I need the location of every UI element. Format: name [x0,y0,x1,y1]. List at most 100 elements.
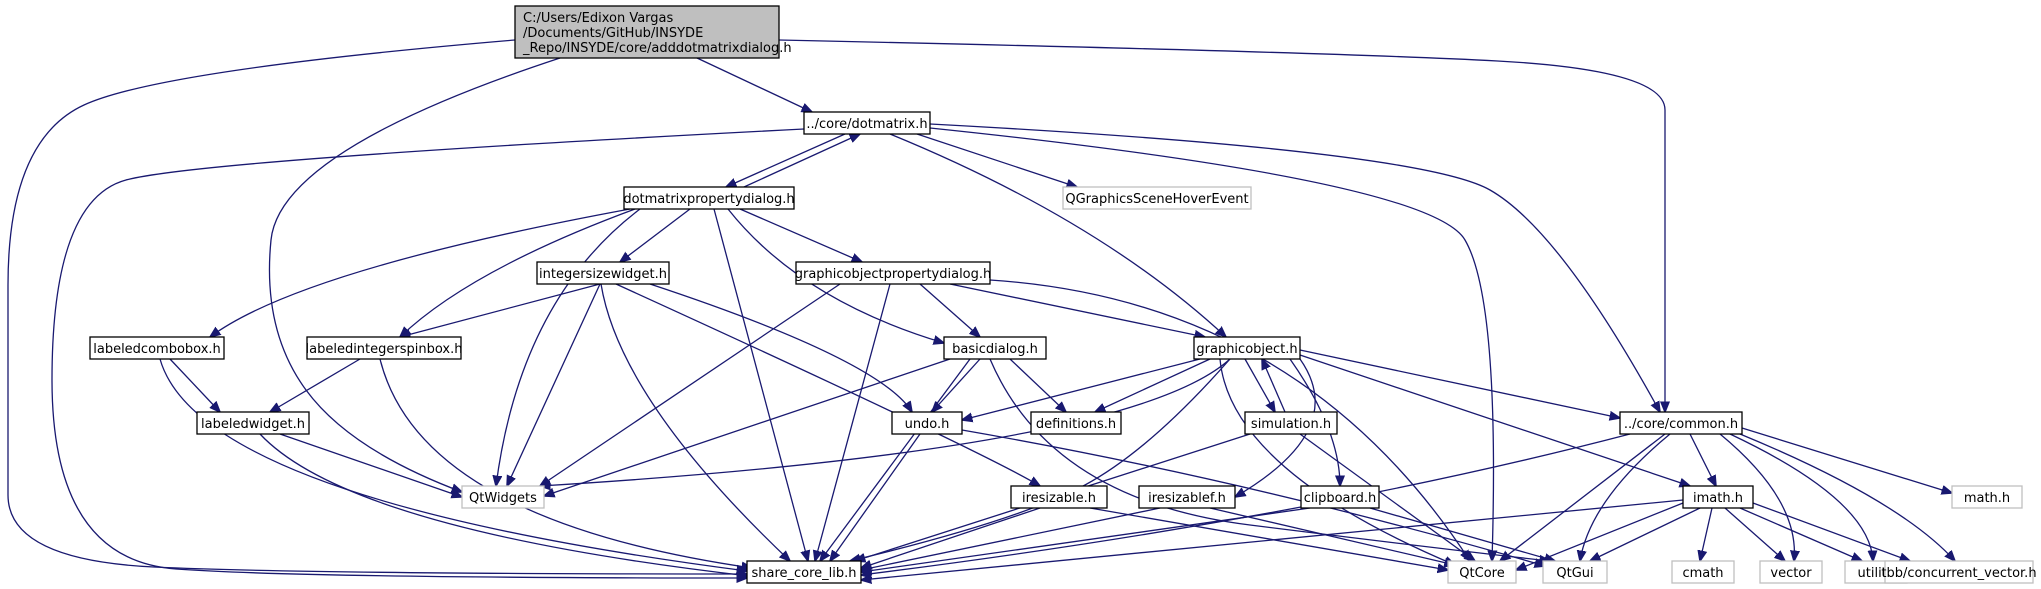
edge-line [727,208,944,343]
node-box [891,411,963,435]
edge-line [1262,359,1286,413]
edge-line [7,39,747,574]
node-share[interactable]: share_core_lib.h [746,560,862,584]
node-box [306,336,462,360]
edge-root-to-qtwidgets [268,57,561,492]
node-lcombo[interactable]: labeledcombobox.h [89,336,225,360]
node-cmath: cmath [1671,560,1735,584]
node-label: dotmatrixpropertydialog.h [623,192,794,207]
edge-line [1590,507,1701,561]
node-iresizablef[interactable]: iresizablef.h [1138,485,1236,509]
node-dotmatrix[interactable]: ../core/dotmatrix.h [803,111,931,135]
edge-dotmatrix-to-qtcore [929,127,1493,561]
edge-line [861,507,1041,568]
node-label: /Documents/GitHub/INSYDE [523,26,703,41]
node-tbb: tbb/concurrent_vector.h [1881,560,2037,584]
edge-intsize-to-iresizable [615,283,1040,486]
node-definitions[interactable]: definitions.h [1030,411,1122,435]
node-label: share_core_lib.h [751,566,856,581]
edge-line [600,283,790,561]
edge-line [544,358,951,496]
node-graphicobject[interactable]: graphicobject.h [1193,336,1301,360]
node-box [196,411,310,435]
edge-basicdialog-to-qtgui [989,358,1550,561]
edge-line [268,57,561,492]
node-label: simulation.h [1251,417,1331,432]
edge-basicdialog-to-definitions [1009,358,1066,412]
node-label: graphicobjectpropertydialog.h [795,267,992,282]
node-label: cmath [1682,566,1723,581]
node-box [1138,485,1236,509]
node-dmprop[interactable]: dotmatrixpropertydialog.h [623,186,795,210]
node-simulation[interactable]: simulation.h [1244,411,1338,435]
edge-imath-to-qtgui [1590,507,1701,561]
edge-dmprop-to-dotmatrix [743,134,860,188]
edge-dmprop-to-lcombo [210,208,631,337]
edge-line [210,208,631,337]
node-label: ../core/dotmatrix.h [806,117,927,132]
node-common[interactable]: ../core/common.h [1619,411,1743,435]
node-label: QtCore [1459,566,1504,581]
edge-dmprop-to-basicdialog [727,208,944,343]
edge-line [1009,358,1066,412]
node-imath[interactable]: imath.h [1682,485,1754,509]
node-label: undo.h [905,417,950,432]
edge-line [615,283,1040,486]
edge-line [1516,502,1684,570]
node-box [795,261,991,285]
edge-goprop-to-graphicobject [949,283,1205,337]
edge-dotmatrix-to-qgshe [916,133,1077,187]
node-label: math.h [1964,491,2010,506]
node-basicdialog[interactable]: basicdialog.h [943,336,1047,360]
node-box [1759,560,1823,584]
edge-lwidget-to-share [259,433,749,576]
node-mathh: math.h [1951,485,2023,509]
node-box [803,111,931,135]
node-label: labeledintegerspinbox.h [306,342,463,357]
edge-line [1095,358,1211,412]
node-box [623,186,795,210]
node-box [1951,485,2023,509]
node-box [1682,485,1754,509]
edge-line [507,283,601,486]
node-box [1447,560,1517,584]
edge-line [400,208,636,337]
edge-line [1739,507,1862,561]
edge-line [51,128,805,578]
node-box [1010,485,1108,509]
node-undo[interactable]: undo.h [891,411,963,435]
node-label: C:/Users/Edixon Vargas [523,11,674,26]
edge-iresizable-to-qtcore [1089,507,1448,570]
edge-imath-to-qtcore [1516,502,1684,570]
edge-graphicobject-to-simulation [1244,358,1275,412]
node-lwidget[interactable]: labeledwidget.h [196,411,310,435]
edge-line [1724,507,1785,561]
edge-lcombo-to-lwidget [169,358,220,412]
edge-root-to-common [778,39,1665,412]
edge-line [1689,433,1716,486]
node-box [746,560,862,584]
node-clipboard[interactable]: clipboard.h [1300,485,1380,509]
edge-root-to-share [7,39,747,574]
node-goprop[interactable]: graphicobjectpropertydialog.h [795,261,992,285]
edge-line [961,429,1545,566]
edge-line [1299,433,1475,561]
node-label: clipboard.h [1304,491,1377,506]
node-label: definitions.h [1036,417,1116,432]
edge-line [739,208,862,262]
node-iresizable[interactable]: iresizable.h [1010,485,1108,509]
edge-line [889,133,1226,337]
node-label: basicdialog.h [952,342,1038,357]
node-lintspin[interactable]: labeledintegerspinbox.h [306,336,463,360]
node-box [1542,560,1608,584]
edge-goprop-to-basicdialog [919,283,980,337]
node-intsize[interactable]: integersizewidget.h [536,261,670,285]
edge-line [962,358,1201,420]
node-box [461,485,545,509]
edge-dmprop-to-goprop [739,208,862,262]
edge-dotmatrix-to-common [929,123,1660,412]
edge-graphicobject-to-qtwidgets [540,358,1231,486]
edge-graphicobject-to-definitions [1095,358,1211,412]
edge-line [169,358,220,412]
